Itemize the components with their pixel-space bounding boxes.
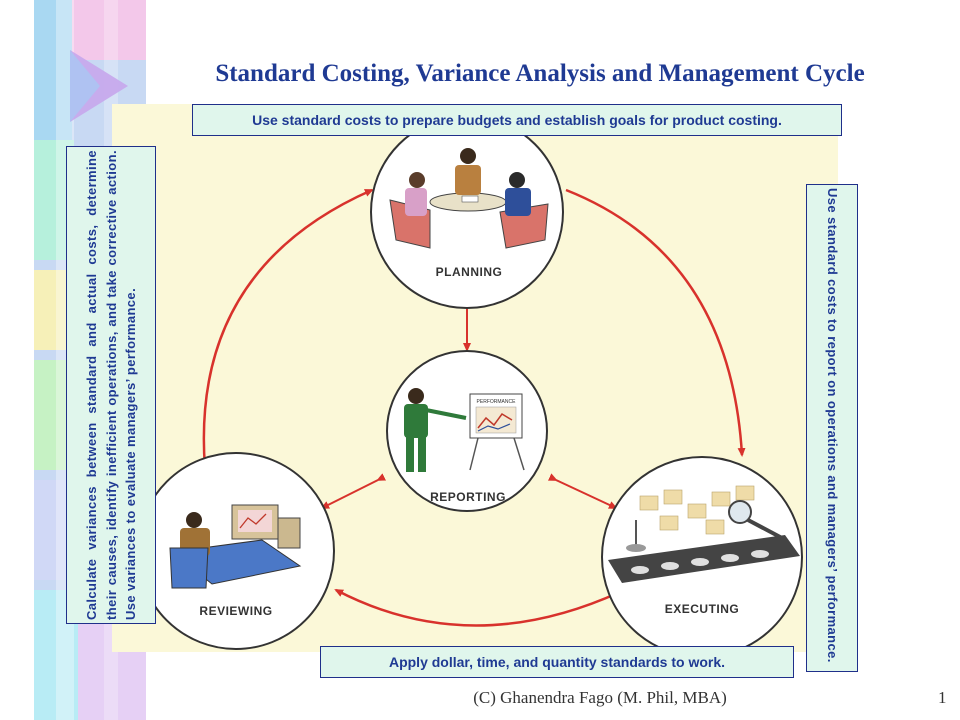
executing-node: EXECUTING [601, 456, 803, 658]
reporting-label: REPORTING [430, 490, 506, 504]
page-number: 1 [938, 688, 947, 707]
arrow-executing-to-reviewing [334, 588, 621, 627]
production-line-illustration [608, 485, 800, 583]
reporting-caption: Use standard costs to report on operatio… [824, 188, 840, 663]
reviewing-caption-box: Calculate variances between standard and… [66, 146, 156, 624]
reporting-node: PERFORMANCE REPORTING [386, 350, 548, 512]
performance-board-label: PERFORMANCE [477, 399, 517, 405]
reviewing-caption: Calculate variances between standard and… [83, 150, 138, 620]
arrow-reporting-reviewing [320, 473, 387, 509]
reviewing-node: REVIEWING [137, 452, 335, 650]
planning-node: PLANNING [370, 115, 564, 309]
executing-caption: Apply dollar, time, and quantity standar… [320, 646, 794, 678]
planning-label: PLANNING [436, 265, 503, 279]
slide-title: Standard Costing, Variance Analysis and … [215, 60, 865, 87]
reviewer-illustration [169, 504, 302, 589]
planning-caption: Use standard costs to prepare budgets an… [192, 104, 842, 136]
arrow-reviewing-to-planning [202, 188, 374, 469]
footer-credit: (C) Ghanendra Fago (M. Phil, MBA) [473, 688, 727, 707]
arrow-reporting-executing [547, 473, 618, 509]
reporting-caption-box: Use standard costs to report on operatio… [806, 184, 858, 672]
arrow-planning-to-executing [565, 188, 746, 457]
presenter-illustration: PERFORMANCE [404, 388, 525, 472]
reviewing-label: REVIEWING [199, 604, 272, 618]
executing-label: EXECUTING [665, 602, 740, 616]
meeting-illustration [389, 148, 549, 249]
